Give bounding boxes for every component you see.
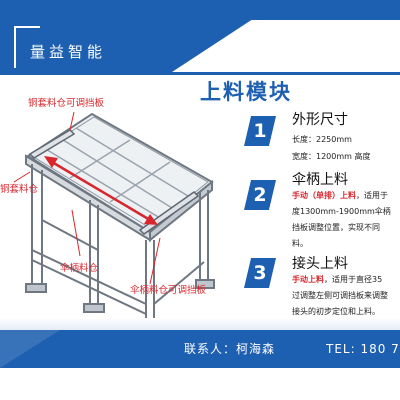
callout-handle-bin-baffle: 伞柄料仓可调挡板 (130, 285, 207, 296)
contact-phone[interactable]: TEL: 180 72 (326, 342, 400, 356)
brand-name: 量益智能 (30, 43, 107, 61)
feature-3-line-2: 过调整左侧可调挡板来调整 (292, 291, 388, 300)
feature-2-line-1: 手动（单排）上料，适用于 (292, 188, 400, 203)
header-tab (0, 0, 172, 72)
feature-number-2: 2 (244, 180, 276, 210)
feature-2-highlight: 手动（单排）上料 (292, 191, 356, 200)
feature-number-3: 3 (244, 258, 276, 288)
header-wedge (172, 0, 282, 72)
feature-2-line-2: 度1300mm-1900mm伞柄 (292, 207, 391, 216)
feature-3-line-1: 手动上料，适用于直径35 (292, 272, 400, 287)
travel-arrow-icon (44, 156, 158, 225)
callout-bush-bin: 铜套料仓 (0, 184, 39, 195)
footer-band (0, 330, 400, 368)
contact-person: 联系人：柯海森 (184, 342, 276, 356)
feature-number-1: 1 (244, 116, 276, 146)
feature-1-line-2: 宽度：1200mm 高度 (292, 152, 371, 161)
feature-2-line-1-rest: ，适用于 (356, 191, 388, 200)
feature-2-line-3: 挡板调整位置，实现不同 (292, 223, 380, 232)
brand-bracket-decoration (14, 26, 40, 68)
feature-3-line-3: 接头的初步定位和上料。 (292, 307, 380, 316)
page-title: 上料模块 (200, 80, 292, 104)
feature-3-line-1-rest: ，适用于直径35 (324, 275, 383, 284)
feature-2-line-4: 料。 (292, 239, 308, 248)
loading-machine-illustration (13, 111, 215, 329)
header-underline (0, 72, 400, 75)
bottom-margin (0, 368, 400, 400)
feature-3-highlight: 手动上料 (292, 275, 324, 284)
footer-slant-decoration (0, 330, 60, 368)
feature-1-line-1: 长度：2250mm (292, 135, 352, 144)
footer-fade (0, 318, 400, 330)
machine-slats (43, 127, 189, 219)
feature-title-1: 外形尺寸 (292, 112, 348, 128)
callout-leaders (13, 111, 161, 285)
feature-title-2: 伞柄上料 (292, 172, 348, 188)
callout-bush-bin-baffle: 铜套料仓可调挡板 (28, 98, 105, 109)
callout-handle-bin: 伞柄料仓 (60, 263, 99, 274)
feature-title-3: 接头上料 (292, 256, 348, 272)
